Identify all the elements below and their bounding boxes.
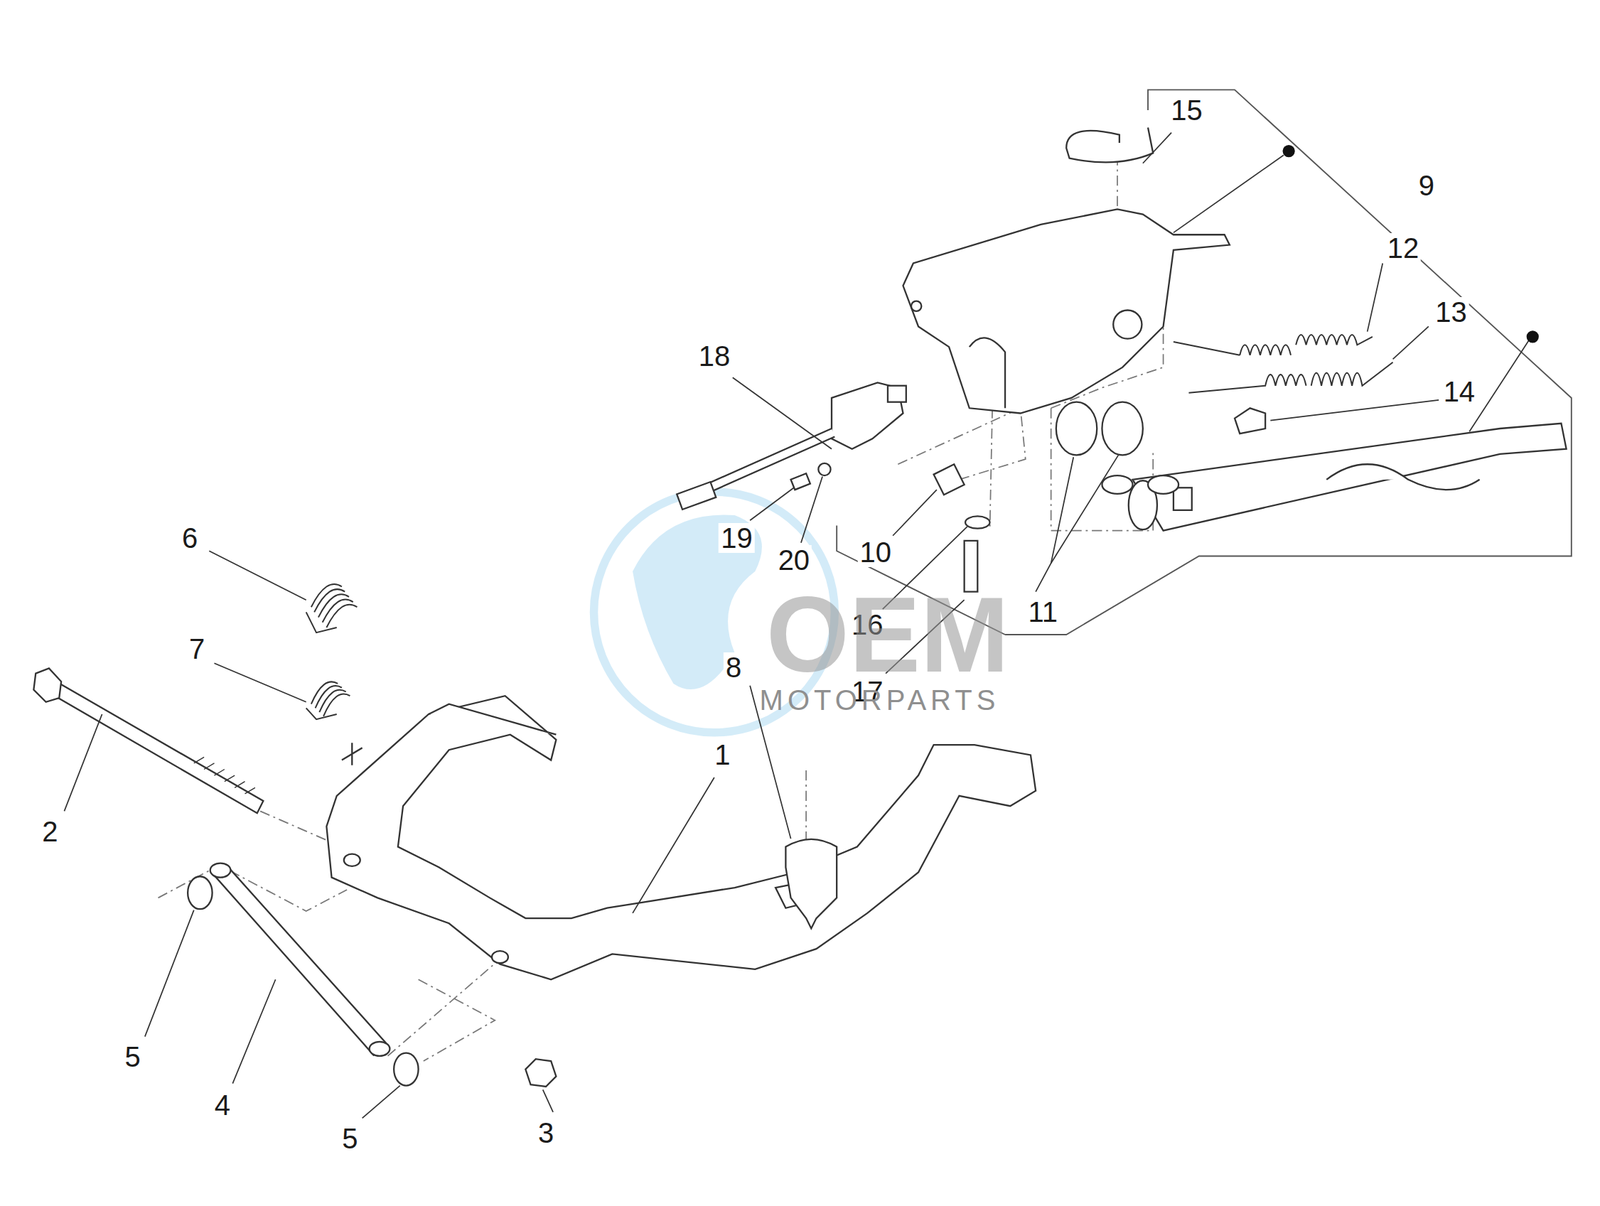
drawing-part xyxy=(418,979,496,1062)
drawing-part xyxy=(1051,454,1119,563)
drawing-part xyxy=(306,584,358,633)
drawing-part xyxy=(732,377,832,449)
drawing-part xyxy=(632,777,715,914)
callout-number: 11 xyxy=(1025,597,1060,627)
callout-number: 2 xyxy=(39,816,60,847)
drawing-part xyxy=(749,487,794,521)
callout-number: 6 xyxy=(179,523,200,553)
drawing-part xyxy=(33,668,62,702)
drawing-part xyxy=(213,663,306,703)
group-dot xyxy=(1526,330,1539,343)
drawing-part xyxy=(1188,362,1393,394)
callout-number: 5 xyxy=(122,1042,143,1072)
drawing-part xyxy=(1173,334,1373,356)
callout-number: 5 xyxy=(339,1123,360,1154)
callout-number: 19 xyxy=(718,523,755,553)
drawing-part xyxy=(801,476,823,543)
drawing-part xyxy=(491,951,509,964)
drawing-part xyxy=(1326,464,1480,490)
drawing-part xyxy=(1147,475,1179,495)
callout-number: 18 xyxy=(696,341,733,372)
watermark-logo: OEM xyxy=(766,581,1010,689)
drawing-part xyxy=(51,681,264,814)
drawing-part xyxy=(1173,154,1284,233)
drawing-part xyxy=(428,704,556,735)
callout-number: 1 xyxy=(712,739,733,770)
callout-number: 9 xyxy=(1416,170,1437,201)
drawing-part xyxy=(969,337,1006,408)
drawing-part xyxy=(145,910,195,1038)
group-outline xyxy=(836,89,1572,635)
drawing-part xyxy=(1367,262,1384,332)
leader-lines xyxy=(63,132,1529,1119)
drawing-part xyxy=(1113,309,1142,339)
drawing-part xyxy=(1270,400,1439,421)
callout-number: 14 xyxy=(1441,376,1478,407)
small-parts xyxy=(785,127,1266,930)
drawing-part xyxy=(1393,326,1429,359)
drawing-part xyxy=(1066,127,1153,163)
side-stand-bracket xyxy=(902,208,1229,413)
drawing-part xyxy=(210,863,232,878)
callout-number: 10 xyxy=(857,537,894,568)
side-stand-leg xyxy=(1128,423,1567,531)
drawing-part xyxy=(676,481,716,510)
callout-number: 8 xyxy=(723,652,744,683)
drawing-part xyxy=(1173,487,1193,511)
group-dot xyxy=(1282,145,1296,158)
drawing-part xyxy=(306,681,351,720)
drawing-part xyxy=(525,1059,556,1087)
drawing-part xyxy=(897,407,1025,480)
callout-number: 7 xyxy=(186,634,207,664)
drawing-part xyxy=(1133,423,1567,531)
drawing-part xyxy=(887,385,907,403)
drawing-part xyxy=(1234,407,1266,434)
drawing-part xyxy=(393,1053,418,1087)
drawing-part xyxy=(818,463,831,476)
drawing-part xyxy=(1035,457,1074,592)
drawing-part xyxy=(341,742,363,766)
drawing-part xyxy=(369,1042,391,1057)
drawing-part xyxy=(693,428,835,499)
drawing-part xyxy=(213,865,386,1055)
drawing-part xyxy=(965,516,990,529)
drawing-part xyxy=(1056,402,1097,456)
drawing-part xyxy=(902,208,1229,413)
drawing-part xyxy=(1101,475,1133,495)
drawing-part xyxy=(785,839,837,930)
drawing-part xyxy=(1469,341,1529,433)
callout-number: 13 xyxy=(1432,297,1470,327)
switch xyxy=(676,382,907,509)
drawing-part xyxy=(1142,132,1172,164)
drawing-part xyxy=(911,301,922,312)
drawing-part xyxy=(232,979,276,1084)
callout-number: 12 xyxy=(1385,233,1422,263)
drawing-part xyxy=(187,876,212,910)
center-stand xyxy=(326,695,1036,980)
drawing-part xyxy=(791,473,811,490)
drawing-part xyxy=(388,959,501,1057)
drawing-part xyxy=(362,1086,401,1119)
drawing-part xyxy=(208,550,306,600)
pin-and-rings xyxy=(187,863,556,1087)
drawing-part xyxy=(326,695,1036,980)
drawing-part xyxy=(892,489,937,536)
drawing-part xyxy=(1101,402,1143,456)
drawing-part xyxy=(933,464,965,495)
bolt xyxy=(33,668,263,814)
callout-number: 20 xyxy=(776,545,813,576)
callout-number: 3 xyxy=(535,1118,556,1148)
drawing-part xyxy=(194,756,256,794)
callout-number: 4 xyxy=(212,1090,233,1121)
springs xyxy=(306,334,1394,720)
watermark-text: MOTORPARTS xyxy=(759,685,1001,715)
drawing-part xyxy=(632,514,762,690)
drawing-part xyxy=(344,854,361,867)
callout-number: 15 xyxy=(1168,95,1205,126)
drawing-part xyxy=(63,714,102,812)
drawing-part xyxy=(543,1089,553,1113)
